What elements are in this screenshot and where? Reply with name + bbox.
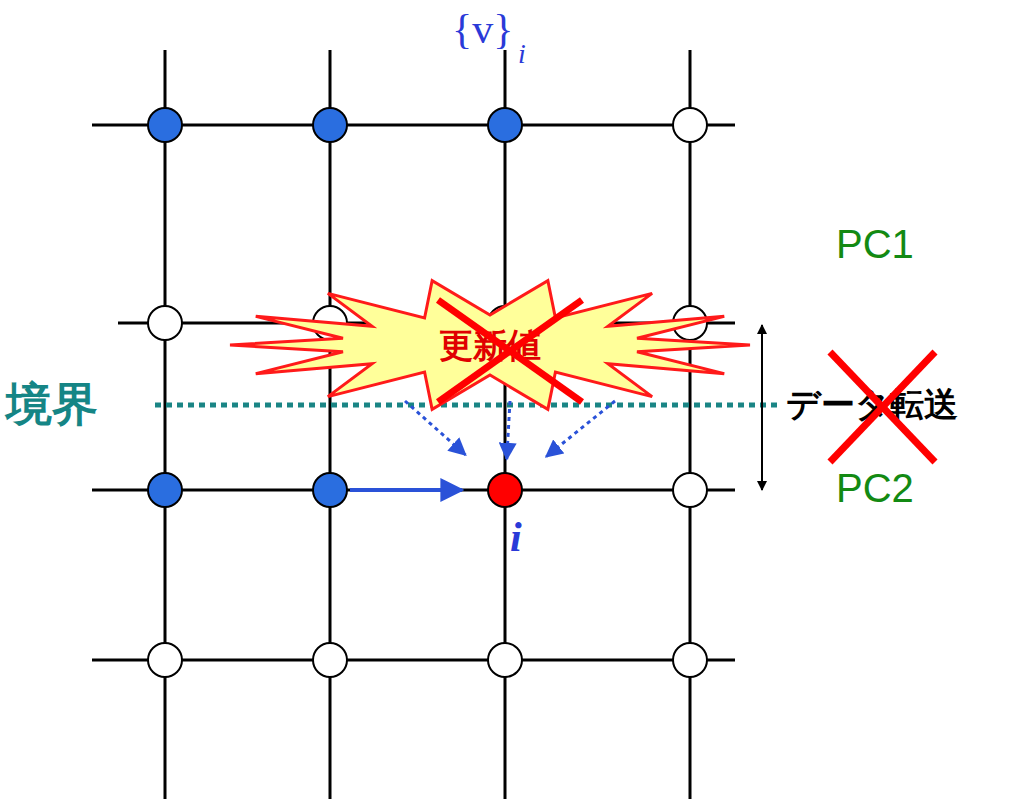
cross-mark	[830, 352, 935, 462]
node-index: i	[510, 516, 522, 558]
transfer-label: データ転送	[786, 387, 958, 421]
subscript-index: i	[518, 40, 526, 68]
cross-mark	[438, 300, 582, 402]
node-dot	[470, 470, 540, 565]
pc-label: PC2	[836, 468, 914, 508]
dotted-arrow	[507, 401, 510, 459]
pc-label: PC1	[836, 224, 914, 264]
update-value-text: 更新値	[439, 328, 541, 362]
transfer-span-arrow	[761, 325, 763, 490]
target-dot	[488, 473, 522, 507]
grid-lines	[92, 50, 735, 799]
target-node: i	[470, 470, 540, 565]
cross-mark	[830, 352, 935, 462]
starburst-outline	[230, 281, 750, 410]
vector-symbol: {v}	[452, 8, 513, 50]
dotted-arrow	[546, 401, 615, 457]
starburst-callout: 更新値	[230, 285, 750, 405]
cross-mark	[438, 300, 582, 402]
blue-arrow	[350, 488, 462, 492]
boundary-line	[155, 403, 778, 408]
boundary-label: 境界	[6, 381, 98, 427]
